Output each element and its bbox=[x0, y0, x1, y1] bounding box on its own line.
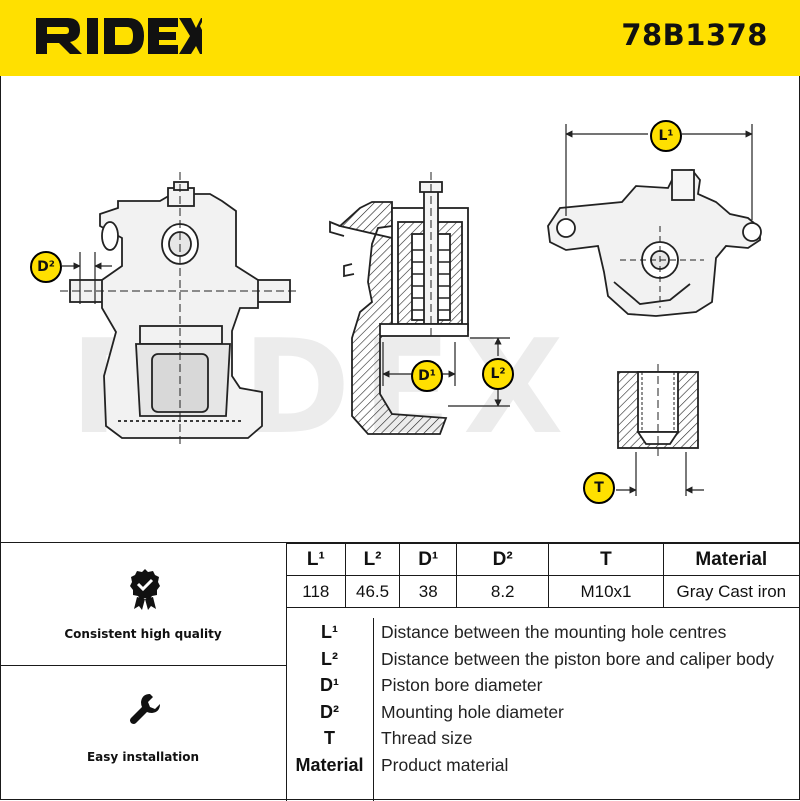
legend-row-d2: D² Mounting hole diameter bbox=[286, 699, 800, 725]
spec-table: L¹ L² D¹ D² T Material 118 46.5 38 8.2 M… bbox=[286, 543, 800, 608]
brand-logo bbox=[36, 18, 202, 54]
legend-row-l1: L¹ Distance between the mounting hole ce… bbox=[286, 619, 800, 645]
legend-divider bbox=[373, 618, 374, 801]
spec-value-l1: 118 bbox=[286, 575, 346, 608]
caliper-side-view bbox=[547, 169, 762, 317]
spec-header-t: T bbox=[548, 543, 664, 576]
dimension-badge-l2: L² bbox=[482, 358, 514, 390]
spec-header-l1: L¹ bbox=[286, 543, 346, 576]
legend-key: T bbox=[324, 727, 335, 748]
part-number: 78B1378 bbox=[621, 18, 768, 52]
legend-key: L¹ bbox=[321, 621, 338, 642]
spec-header-material: Material bbox=[662, 543, 800, 576]
caliper-front-view bbox=[60, 172, 300, 448]
legend-key: Material bbox=[295, 754, 364, 775]
technical-drawing: RIDEX bbox=[0, 76, 800, 542]
spec-value-t: M10x1 bbox=[548, 575, 664, 608]
legend-row-material: Material Product material bbox=[286, 752, 800, 778]
spec-header-d1: D¹ bbox=[399, 543, 458, 576]
feature-installation-label: Easy installation bbox=[86, 750, 200, 764]
header-bar: 78B1378 bbox=[0, 0, 800, 76]
legend-description: Piston bore diameter bbox=[381, 674, 543, 695]
legend-description: Distance between the piston bore and cal… bbox=[381, 648, 775, 669]
dimension-badge-l1: L¹ bbox=[650, 120, 682, 152]
dimension-badge-d1: D¹ bbox=[411, 360, 443, 392]
legend-row-t: T Thread size bbox=[286, 725, 800, 751]
spec-value-l2: 46.5 bbox=[344, 575, 401, 608]
legend-row-l2: L² Distance between the piston bore and … bbox=[286, 646, 800, 672]
dimension-badge-t: T bbox=[583, 472, 615, 504]
specification-section: Consistent high quality Easy installatio… bbox=[0, 542, 800, 801]
legend-description: Distance between the mounting hole centr… bbox=[381, 621, 727, 642]
thread-detail-view bbox=[617, 364, 699, 456]
spec-value-d2: 8.2 bbox=[456, 575, 550, 608]
legend-description: Mounting hole diameter bbox=[381, 701, 564, 722]
legend-key: D² bbox=[320, 701, 339, 722]
feature-quality-label: Consistent high quality bbox=[64, 627, 222, 641]
spec-header-row: L¹ L² D¹ D² T Material bbox=[286, 543, 800, 576]
legend-key: D¹ bbox=[320, 674, 339, 695]
wrench-icon bbox=[130, 694, 160, 724]
spec-value-d1: 38 bbox=[399, 575, 458, 608]
shield-check-icon bbox=[130, 569, 160, 610]
feature-quality: Consistent high quality bbox=[0, 543, 287, 666]
legend-key: L² bbox=[321, 648, 338, 669]
legend-description: Product material bbox=[381, 754, 509, 775]
legend-row-d1: D¹ Piston bore diameter bbox=[286, 672, 800, 698]
caliper-section-view bbox=[329, 172, 469, 435]
legend-description: Thread size bbox=[381, 727, 473, 748]
spec-value-row: 118 46.5 38 8.2 M10x1 Gray Cast iron bbox=[286, 575, 800, 608]
spec-header-d2: D² bbox=[456, 543, 550, 576]
feature-installation: Easy installation bbox=[0, 666, 287, 801]
dimension-badge-d2: D² bbox=[30, 251, 62, 283]
caliper-views bbox=[60, 124, 762, 496]
spec-value-material: Gray Cast iron bbox=[662, 575, 800, 608]
spec-header-l2: L² bbox=[344, 543, 401, 576]
